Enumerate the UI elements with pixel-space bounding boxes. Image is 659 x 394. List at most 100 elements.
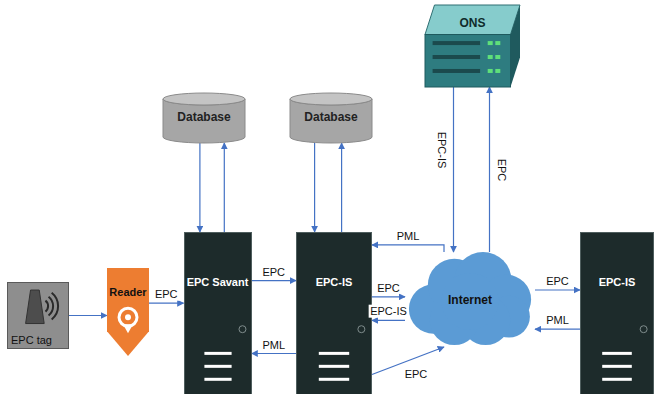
power-light	[640, 326, 647, 333]
text-wrap: Database	[163, 93, 245, 125]
text-wrap: Internet	[405, 252, 535, 308]
connector-arrow	[453, 87, 454, 252]
drive-bar	[204, 378, 231, 381]
edge-label: EPC	[260, 265, 287, 278]
edge-label: EPC	[375, 281, 402, 294]
internet-cloud: Internet	[405, 252, 535, 347]
node-label: Database	[304, 111, 357, 125]
server-body	[297, 233, 372, 394]
drive-slot	[433, 69, 481, 73]
connector-arrow	[535, 289, 580, 290]
node-label: EPC tag	[11, 334, 52, 347]
connector-arrow	[252, 280, 297, 281]
edge-label: PML	[544, 314, 571, 327]
connector-arrow	[199, 143, 200, 232]
edge-label: EPC	[495, 156, 508, 183]
connector-arrow	[252, 353, 297, 354]
connector-arrow	[372, 296, 405, 297]
edge-label: EPC-IS	[368, 305, 409, 318]
edge-label: PML	[260, 338, 287, 351]
database-cylinder: Database	[163, 93, 245, 143]
text-wrap: EPC-IS	[580, 232, 654, 290]
connector-arrow	[535, 329, 580, 330]
node-label: ONS	[459, 17, 485, 31]
server-box: EPC-IS	[580, 232, 654, 394]
drive-bar	[204, 365, 231, 368]
ons-server: ONS	[425, 5, 520, 87]
edge-label: EPC-IS	[435, 129, 448, 170]
text-wrap: Reader	[107, 268, 149, 300]
connector-arrow	[372, 245, 444, 252]
connector-arrow	[224, 143, 225, 232]
drive-bar	[319, 352, 349, 355]
tag-background	[8, 283, 69, 349]
server-top	[425, 5, 520, 35]
server-body	[581, 233, 654, 394]
radio-wave	[45, 301, 48, 312]
connector-arrow	[341, 143, 342, 232]
node-label: Database	[177, 111, 230, 125]
location-pin	[119, 308, 137, 326]
reader-shape: Reader	[107, 268, 149, 356]
power-light	[238, 326, 245, 333]
edge-label: PML	[395, 230, 422, 243]
cylinder-top	[290, 93, 372, 105]
server-side	[511, 5, 521, 87]
node-label: EPC-IS	[316, 276, 353, 289]
text-wrap: Database	[290, 93, 372, 125]
server-body	[184, 233, 251, 394]
drive-bar	[319, 378, 349, 381]
node-shape	[184, 232, 252, 394]
text-wrap: EPC tag	[7, 282, 69, 348]
text-wrap: EPC-IS	[296, 232, 372, 290]
status-led	[488, 69, 493, 73]
node-label: Reader	[109, 286, 146, 299]
connector-arrow	[69, 315, 107, 316]
status-led	[488, 41, 493, 45]
status-led	[495, 69, 500, 73]
node-label: EPC Savant	[187, 276, 249, 289]
radio-wave	[52, 293, 58, 320]
cloud-lobe	[442, 273, 499, 330]
radio-wave	[49, 297, 54, 316]
drive-bar	[602, 378, 632, 381]
connector-arrow	[314, 143, 315, 232]
drive-bar	[602, 352, 632, 355]
connector-arrow	[489, 87, 490, 252]
connector-arrow	[372, 347, 444, 375]
text-wrap: EPC Savant	[184, 232, 252, 290]
location-pin	[123, 324, 133, 333]
connector-arrow	[372, 320, 405, 321]
server-front	[425, 35, 511, 87]
drive-bar	[319, 365, 349, 368]
location-pin	[125, 314, 131, 320]
node-label: Internet	[448, 294, 492, 308]
status-led	[495, 41, 500, 45]
text-wrap: ONS	[425, 5, 520, 31]
node-label: EPC-IS	[599, 276, 636, 289]
cylinder-body	[163, 99, 245, 143]
connector-arrow	[149, 303, 184, 304]
tag-box: EPC tag	[7, 282, 69, 349]
edge-label: EPC	[403, 367, 430, 380]
cylinder-top	[163, 93, 245, 105]
drive-bar	[204, 352, 231, 355]
status-led	[488, 55, 493, 59]
drive-slot	[433, 55, 481, 59]
cylinder-body	[290, 99, 372, 143]
node-shape	[580, 232, 654, 394]
edge-label: EPC	[544, 275, 571, 288]
drive-slot	[433, 41, 481, 45]
edge-label: EPC	[153, 288, 180, 301]
drive-bar	[602, 365, 632, 368]
node-shape	[107, 268, 149, 356]
tag-chip	[26, 290, 45, 324]
database-cylinder: Database	[290, 93, 372, 143]
status-led	[495, 55, 500, 59]
server-box: EPC Savant	[184, 232, 252, 394]
power-light	[358, 326, 365, 333]
node-shape	[296, 232, 372, 394]
server-box: EPC-IS	[296, 232, 372, 394]
reader-body	[107, 268, 149, 356]
